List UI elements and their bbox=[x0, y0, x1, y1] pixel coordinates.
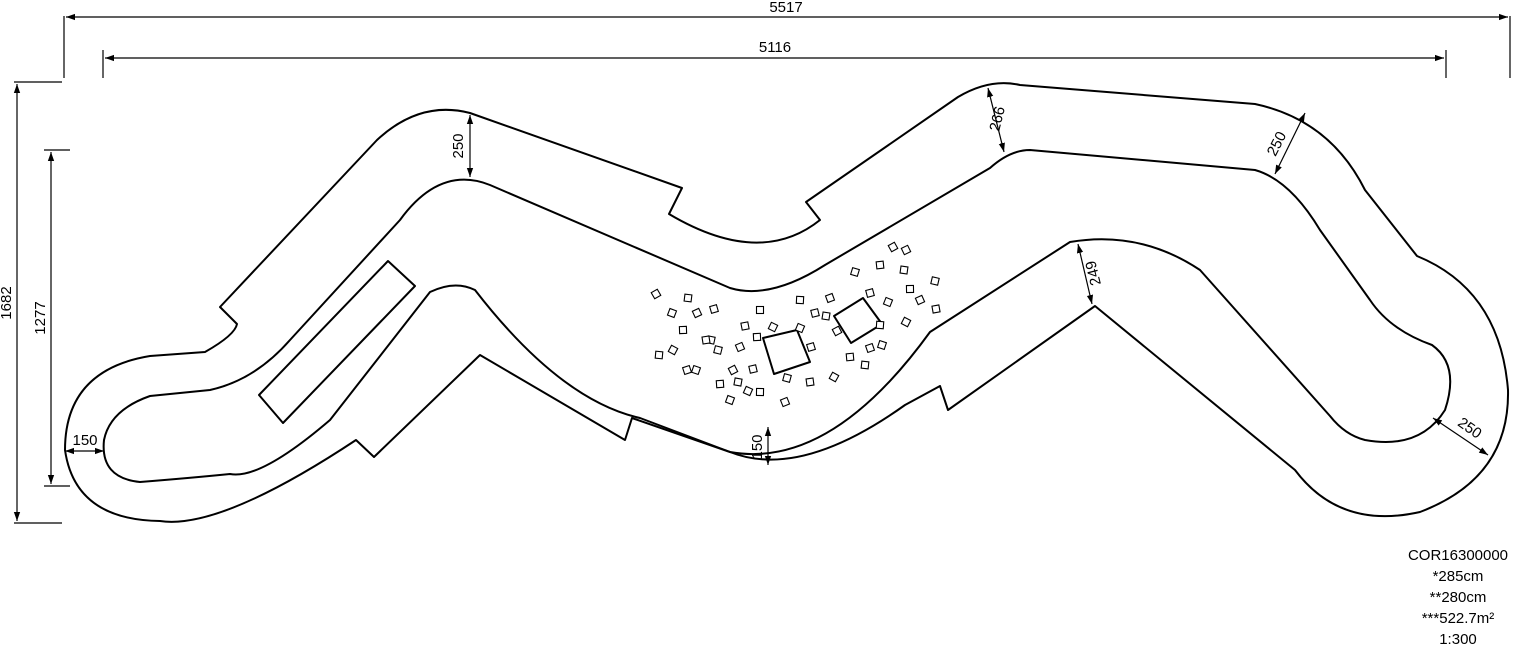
track-width-dimension-4 bbox=[1076, 243, 1094, 305]
obstacle-small-square bbox=[650, 288, 662, 300]
info-line-3: ***522.7m² bbox=[1421, 610, 1495, 627]
obstacle-small-square bbox=[805, 341, 817, 353]
obstacle-small-square bbox=[930, 276, 940, 286]
overall-height-label: 1682 bbox=[0, 286, 15, 319]
obstacle-small-square bbox=[900, 316, 912, 328]
track-width-dimension-5 bbox=[1432, 417, 1489, 456]
obstacle-small-square bbox=[742, 385, 754, 397]
track-width-label-7: 150 bbox=[749, 434, 766, 459]
obstacle-small-square bbox=[733, 377, 743, 387]
obstacle-small-square bbox=[900, 244, 912, 256]
track-width-label-3: 250 bbox=[1264, 129, 1291, 159]
obstacle-small-square bbox=[767, 321, 779, 333]
obstacle-small-square bbox=[887, 241, 899, 253]
obstacle-small-square bbox=[740, 321, 750, 331]
track-outer-boundary bbox=[64, 82, 1510, 523]
obstacle-small-square bbox=[831, 325, 843, 337]
obstacle-small-square bbox=[752, 332, 762, 342]
info-line-2: **280cm bbox=[1429, 589, 1487, 606]
obstacle-small-square bbox=[666, 307, 678, 319]
obstacle-small-square bbox=[882, 296, 894, 308]
obstacle-small-square bbox=[864, 342, 876, 354]
obstacle-small-square bbox=[931, 304, 941, 314]
obstacle-small-square bbox=[794, 322, 806, 334]
obstacle-small-square bbox=[708, 303, 720, 315]
obstacle-small-square bbox=[724, 394, 736, 406]
obstacle-square-2 bbox=[833, 297, 883, 344]
obstacle-small-square bbox=[701, 335, 711, 345]
obstacle-small-square bbox=[875, 320, 885, 330]
obstacle-small-square bbox=[715, 379, 725, 389]
obstacle-small-square bbox=[779, 396, 791, 408]
obstacle-small-square bbox=[681, 364, 693, 376]
track-inner-boundary bbox=[102, 149, 1452, 483]
obstacle-small-square bbox=[727, 364, 739, 376]
track-width-label-6: 150 bbox=[72, 432, 97, 449]
obstacle-small-square bbox=[678, 325, 688, 335]
obstacle-small-square bbox=[690, 364, 702, 376]
obstacle-field bbox=[650, 241, 941, 408]
track-width-label-2: 266 bbox=[986, 105, 1009, 133]
obstacle-small-square bbox=[805, 377, 815, 387]
obstacle-small-square bbox=[875, 260, 885, 270]
obstacle-small-square bbox=[748, 364, 758, 374]
obstacle-small-square bbox=[845, 352, 855, 362]
obstacle-small-square bbox=[654, 350, 664, 360]
obstacle-small-square bbox=[876, 339, 888, 351]
obstacle-small-square bbox=[849, 266, 861, 278]
track-width-label-5: 250 bbox=[1454, 414, 1484, 442]
left-long-rectangle bbox=[258, 260, 416, 424]
obstacle-small-square bbox=[795, 295, 805, 305]
inner-width-label: 5116 bbox=[759, 39, 791, 56]
track-width-dimension-2 bbox=[987, 87, 1005, 153]
drawing-scale: 1:300 bbox=[1439, 631, 1477, 648]
obstacle-small-square bbox=[865, 288, 875, 298]
obstacle-small-square bbox=[755, 305, 765, 315]
drawing-code: COR16300000 bbox=[1407, 547, 1509, 564]
obstacle-small-square bbox=[860, 360, 870, 370]
overall-width-label: 5517 bbox=[769, 0, 802, 16]
obstacle-small-square bbox=[828, 371, 840, 383]
obstacle-small-square bbox=[899, 265, 909, 275]
obstacle-small-square bbox=[905, 284, 915, 294]
obstacle-small-square bbox=[824, 292, 836, 304]
inner-height-label: 1277 bbox=[32, 301, 49, 334]
obstacle-small-square bbox=[755, 387, 765, 397]
obstacle-small-square bbox=[810, 308, 820, 318]
obstacle-small-square bbox=[667, 344, 679, 356]
obstacle-small-square bbox=[691, 307, 703, 319]
drawing-info-block: COR16300000 *285cm **280cm ***522.7m² 1:… bbox=[1390, 545, 1526, 650]
obstacle-square-1 bbox=[762, 329, 811, 375]
info-line-1: *285cm bbox=[1432, 568, 1484, 585]
obstacle-small-square bbox=[782, 373, 792, 383]
track-width-dimension-3 bbox=[1274, 112, 1306, 175]
obstacle-small-square bbox=[683, 293, 693, 303]
track-width-label-4: 249 bbox=[1082, 259, 1105, 287]
obstacle-small-square bbox=[734, 341, 746, 353]
obstacle-small-square bbox=[914, 294, 926, 306]
obstacle-small-square bbox=[713, 345, 723, 355]
track-width-label-1: 250 bbox=[450, 133, 467, 158]
obstacle-small-square bbox=[821, 311, 831, 321]
